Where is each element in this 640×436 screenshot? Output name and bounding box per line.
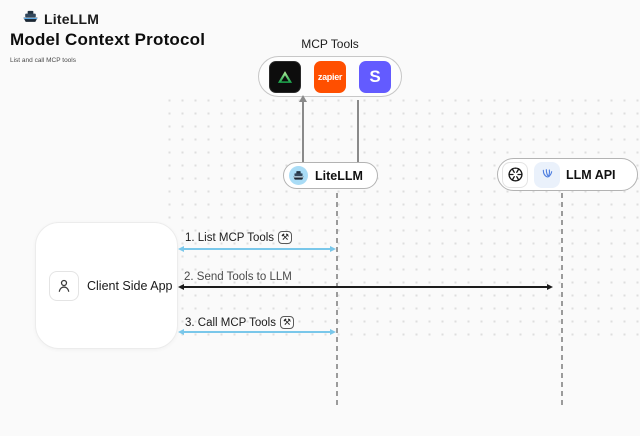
brand: LiteLLM: [22, 9, 99, 29]
litellm-ship-logo-icon: [22, 9, 39, 29]
message-2-label: 2. Send Tools to LLM: [184, 271, 292, 283]
page-subtitle: List and call MCP tools: [10, 57, 76, 64]
llm-api-lifeline: [561, 193, 563, 408]
stripe-label: S: [369, 66, 381, 86]
brand-name: LiteLLM: [44, 11, 100, 27]
llm-provider-icon: [534, 161, 560, 188]
user-icon: [49, 270, 79, 301]
message-2-arrow: [184, 286, 547, 288]
arrow-mcp-to-litellm: [357, 100, 359, 182]
llm-api-node: LLM API: [497, 158, 638, 191]
green-triangle-tool-icon: [269, 60, 301, 93]
tools-icon: ⚒: [278, 231, 293, 244]
zapier-label: zapier: [317, 71, 343, 82]
message-1-arrow: [184, 248, 330, 250]
page-title: Model Context Protocol: [10, 30, 206, 49]
dot-grid-background: [163, 94, 640, 346]
message-1-label: 1. List MCP Tools ⚒: [185, 231, 293, 244]
litellm-node: LiteLLM: [283, 162, 378, 189]
zapier-icon: zapier: [314, 60, 346, 93]
tools-icon: ⚒: [279, 316, 294, 329]
client-node-label: Client Side App: [87, 278, 173, 293]
message-3-label: 3. Call MCP Tools ⚒: [185, 316, 294, 329]
litellm-lifeline: [336, 193, 338, 408]
message-3-arrow: [184, 331, 330, 333]
stripe-icon: S: [359, 60, 391, 93]
mcp-tools-node: zapier S: [258, 56, 402, 97]
mcp-tools-label: MCP Tools: [301, 37, 359, 51]
litellm-node-label: LiteLLM: [315, 168, 363, 183]
arrow-litellm-to-mcp: [302, 102, 304, 189]
openai-icon: [502, 161, 528, 188]
llm-api-node-label: LLM API: [566, 167, 616, 182]
litellm-logo-icon: [289, 166, 308, 185]
client-side-app-node: Client Side App: [35, 222, 178, 349]
